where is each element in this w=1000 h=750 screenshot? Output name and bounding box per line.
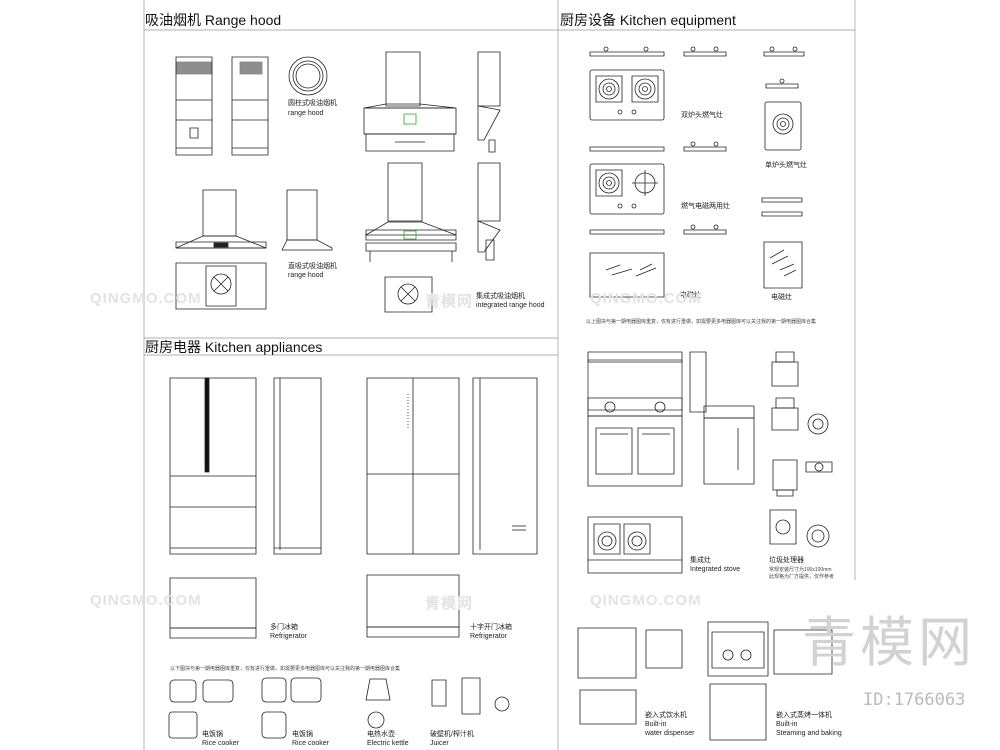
label-single-gas: 单炉头燃气灶 <box>765 162 807 169</box>
t-hood-side-2 <box>478 163 500 260</box>
note-appliances: 以下图块与第一期电器图库重复，仅有进行重做，如需要更多电器图库可以关注我的第一期… <box>170 666 401 672</box>
label-cross-fridge-en: Refrigerator <box>470 633 507 640</box>
label-rice-cooker-cn-2: 电饭锅 <box>292 731 313 738</box>
label-juicer-cn: 破壁机/榨汁机 <box>430 731 474 738</box>
watermark-text: QINGMO.COM <box>90 290 202 307</box>
note-disposer-2: 此规格为厂方提供，仅作参考 <box>769 574 835 580</box>
label-water-dispenser-en-1: Built-in <box>645 721 667 728</box>
double-gas-stove-top <box>590 70 664 120</box>
label-steam-bake-cn: 嵌入式蒸烤一体机 <box>776 712 832 719</box>
label-induction-2: 电磁灶 <box>771 294 792 301</box>
label-integrated-hood-cn: 集成式吸油烟机 <box>476 293 525 300</box>
cylinder-hood-side <box>232 57 268 155</box>
straight-hood <box>282 190 332 250</box>
panel-borders <box>144 0 855 750</box>
integrated-stove-front <box>588 352 682 486</box>
label-steam-bake-en-2: Steaming and baking <box>776 730 842 737</box>
cylinder-hood-front <box>176 57 212 155</box>
label-cross-fridge-cn: 十字开门冰箱 <box>470 624 512 631</box>
label-multidoor-fridge-cn: 多门冰箱 <box>270 624 298 631</box>
fridge-top-views <box>170 575 459 638</box>
label-multidoor-fridge-en: Refrigerator <box>270 633 307 640</box>
integrated-stove-top <box>588 517 682 573</box>
french-door-fridge-front <box>170 378 256 554</box>
label-juicer-en: Juicer <box>430 740 449 747</box>
label-integrated-stove-cn: 集成灶 <box>690 557 711 564</box>
label-rice-cooker-en-1: Rice cooker <box>202 740 239 747</box>
label-steam-bake-en-1: Built-in <box>776 721 798 728</box>
image-id-watermark: ID:1766063 <box>863 690 966 710</box>
label-cylinder-hood-cn: 圆柱式吸油烟机 <box>288 100 337 107</box>
watermark-cn: 青模网 <box>425 293 474 310</box>
label-water-dispenser-cn: 嵌入式饮水机 <box>645 712 687 719</box>
label-gas-induction: 燃气电磁两用灶 <box>681 203 730 210</box>
watermark-text: QINGMO.COM <box>90 592 202 609</box>
chimney-hood-front <box>176 190 266 248</box>
integrated-stove-side <box>690 352 754 484</box>
chimney-hood-bottom <box>176 263 266 309</box>
label-kettle-en: Electric kettle <box>367 740 409 747</box>
induction-cooktop-double <box>590 253 664 297</box>
brand-watermark: 青模网 <box>802 611 976 674</box>
section-title-range-hood: 吸油烟机 Range hood <box>145 12 282 28</box>
cross-door-fridge-side <box>473 378 537 554</box>
section-title-kitchen-appliances: 厨房电器 Kitchen appliances <box>145 339 323 355</box>
single-gas-stove-top <box>765 102 801 150</box>
t-hood-side-1 <box>478 52 500 152</box>
t-hood-front-2 <box>366 163 456 262</box>
label-straight-hood-en: range hood <box>288 272 324 279</box>
induction-cooktop-single <box>764 242 802 288</box>
small-appliance-drawings <box>169 678 509 738</box>
t-hood-bottom <box>385 277 432 312</box>
watermark-text: QINGMO.COM <box>590 290 702 307</box>
label-kettle-cn: 电热水壶 <box>367 731 395 738</box>
label-rice-cooker-en-2: Rice cooker <box>292 740 329 747</box>
watermark-text: QINGMO.COM <box>590 592 702 609</box>
label-integrated-stove-en: Integrated stove <box>690 566 741 573</box>
note-disposer-1: 常规安装尺寸为100x100mm <box>769 567 832 573</box>
label-rice-cooker-cn-1: 电饭锅 <box>202 731 223 738</box>
label-water-dispenser-en-2: water dispenser <box>645 730 695 737</box>
gas-stove-side-views <box>590 47 804 234</box>
cross-door-fridge-front <box>367 378 459 554</box>
label-integrated-hood-en: integrated range hood <box>476 302 545 309</box>
cylinder-hood-top <box>289 57 327 95</box>
label-induction-1: 电磁灶 <box>680 292 701 299</box>
gas-induction-stove-top <box>590 164 664 214</box>
section-title-kitchen-equipment: 厨房设备 Kitchen equipment <box>560 12 736 28</box>
label-double-gas: 双炉头燃气灶 <box>681 112 723 119</box>
note-equipment: 以上图块与第一期电器图库重复，仅有进行重做，如需要更多电器图库可以关注我的第一期… <box>586 319 817 325</box>
label-straight-hood-cn: 直吸式吸油烟机 <box>288 263 337 270</box>
built-in-appliances <box>578 622 832 740</box>
label-cylinder-hood-en: range hood <box>288 110 324 117</box>
watermark-cn: 青模网 <box>425 595 474 612</box>
french-door-fridge-side <box>274 378 321 554</box>
label-disposer-cn: 垃圾处理器 <box>769 557 804 564</box>
t-hood-front-1 <box>364 52 456 151</box>
garbage-disposer-drawings <box>770 352 832 547</box>
